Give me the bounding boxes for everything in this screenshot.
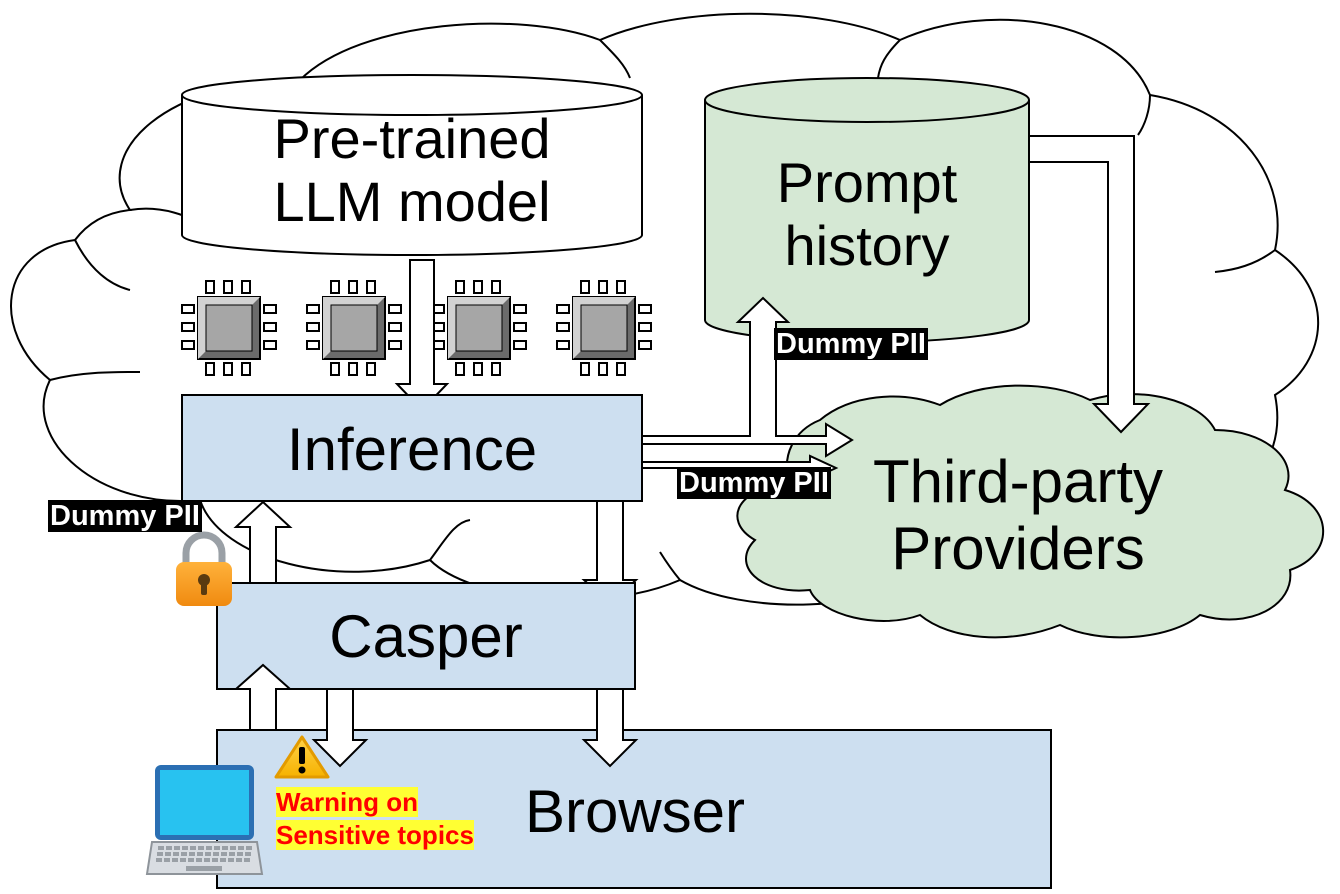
third-party-cloud [736, 384, 1325, 639]
dummy-pii-tag-casper: Dummy PII [48, 500, 202, 532]
third-party-label-line2: Providers [891, 515, 1145, 583]
chip-icon-3 [431, 280, 527, 376]
warning-line1: Warning on [276, 787, 419, 817]
warning-text: Warning on Sensitive topics [276, 786, 474, 852]
laptop-icon [145, 765, 264, 875]
chip-icon-4 [556, 280, 652, 376]
arrow-casper-to-warning [311, 688, 369, 768]
prompt-history-label: Prompt history [707, 151, 1027, 277]
third-party-label-line1: Third-party [872, 448, 1164, 515]
chip-icon-2 [306, 280, 402, 376]
prompt-history-database [704, 77, 1030, 343]
prompt-history-label-line1: Prompt [776, 151, 958, 214]
arrow-history-to-thirdparty [1028, 135, 1151, 434]
llm-database [181, 74, 643, 256]
browser-label: Browser [524, 778, 746, 845]
arrow-casper-to-browser [581, 688, 639, 768]
llm-model-label-line1: Pre-trained [273, 107, 551, 170]
warning-icon [274, 735, 330, 779]
dummy-pii-tag-history: Dummy PII [774, 328, 928, 360]
third-party-label: Third-party Providers [848, 448, 1188, 582]
inference-box [181, 394, 643, 502]
casper-label: Casper [329, 603, 523, 670]
chip-icon-1 [181, 280, 277, 376]
chip-icon [181, 280, 652, 376]
inference-label: Inference [286, 416, 538, 483]
warning-line2: Sensitive topics [276, 820, 474, 850]
arrow-casper-to-inference [233, 500, 293, 584]
arrow-inference-to-history [641, 296, 854, 458]
arrow-browser-to-casper [233, 663, 293, 731]
prompt-history-label-line2: history [784, 213, 950, 277]
casper-box [216, 582, 636, 690]
llm-model-label: Pre-trained LLM model [232, 107, 592, 233]
lock-icon [176, 531, 232, 606]
llm-model-label-line2: LLM model [273, 169, 551, 233]
dummy-pii-tag-thirdparty: Dummy PII [677, 467, 831, 499]
